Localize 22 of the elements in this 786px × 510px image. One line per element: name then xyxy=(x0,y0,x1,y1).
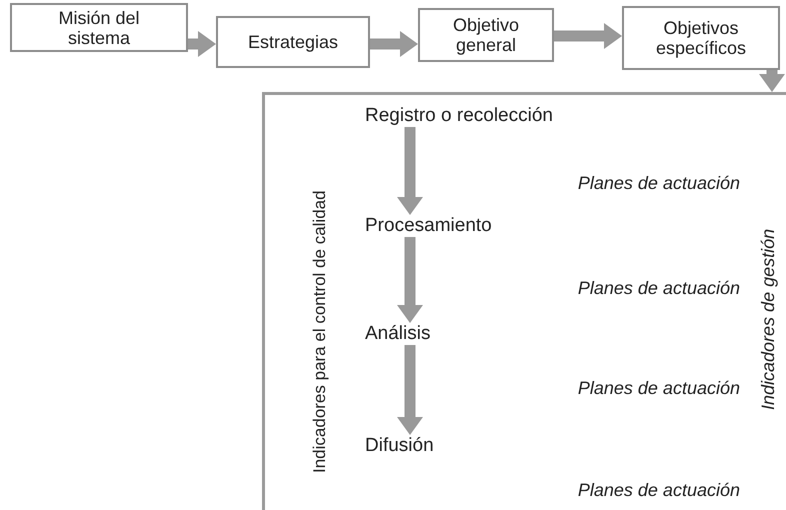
step-label: Análisis xyxy=(365,323,430,345)
process-box: Objetivo general xyxy=(418,8,554,62)
step-label: Procesamiento xyxy=(365,215,492,237)
process-box: Objetivos específicos xyxy=(622,6,780,70)
note-label: Planes de actuación xyxy=(578,480,740,501)
process-box: Misión del sistema xyxy=(10,3,188,52)
arrow xyxy=(397,237,423,323)
note-label: Planes de actuación xyxy=(578,173,740,194)
bracket-panel xyxy=(262,92,786,510)
process-box: Estrategias xyxy=(216,16,370,68)
arrow xyxy=(370,31,418,57)
step-label: Difusión xyxy=(365,435,434,457)
arrow xyxy=(397,345,423,435)
note-label: Planes de actuación xyxy=(578,278,740,299)
note-label: Planes de actuación xyxy=(578,378,740,399)
arrow xyxy=(554,23,622,49)
arrow xyxy=(397,127,423,215)
step-label: Registro o recolección xyxy=(365,105,553,127)
vertical-label: Indicadores de gestión xyxy=(758,228,779,410)
arrow xyxy=(188,31,216,57)
arrow xyxy=(759,70,785,92)
vertical-label: Indicadores para el control de calidad xyxy=(310,190,330,473)
